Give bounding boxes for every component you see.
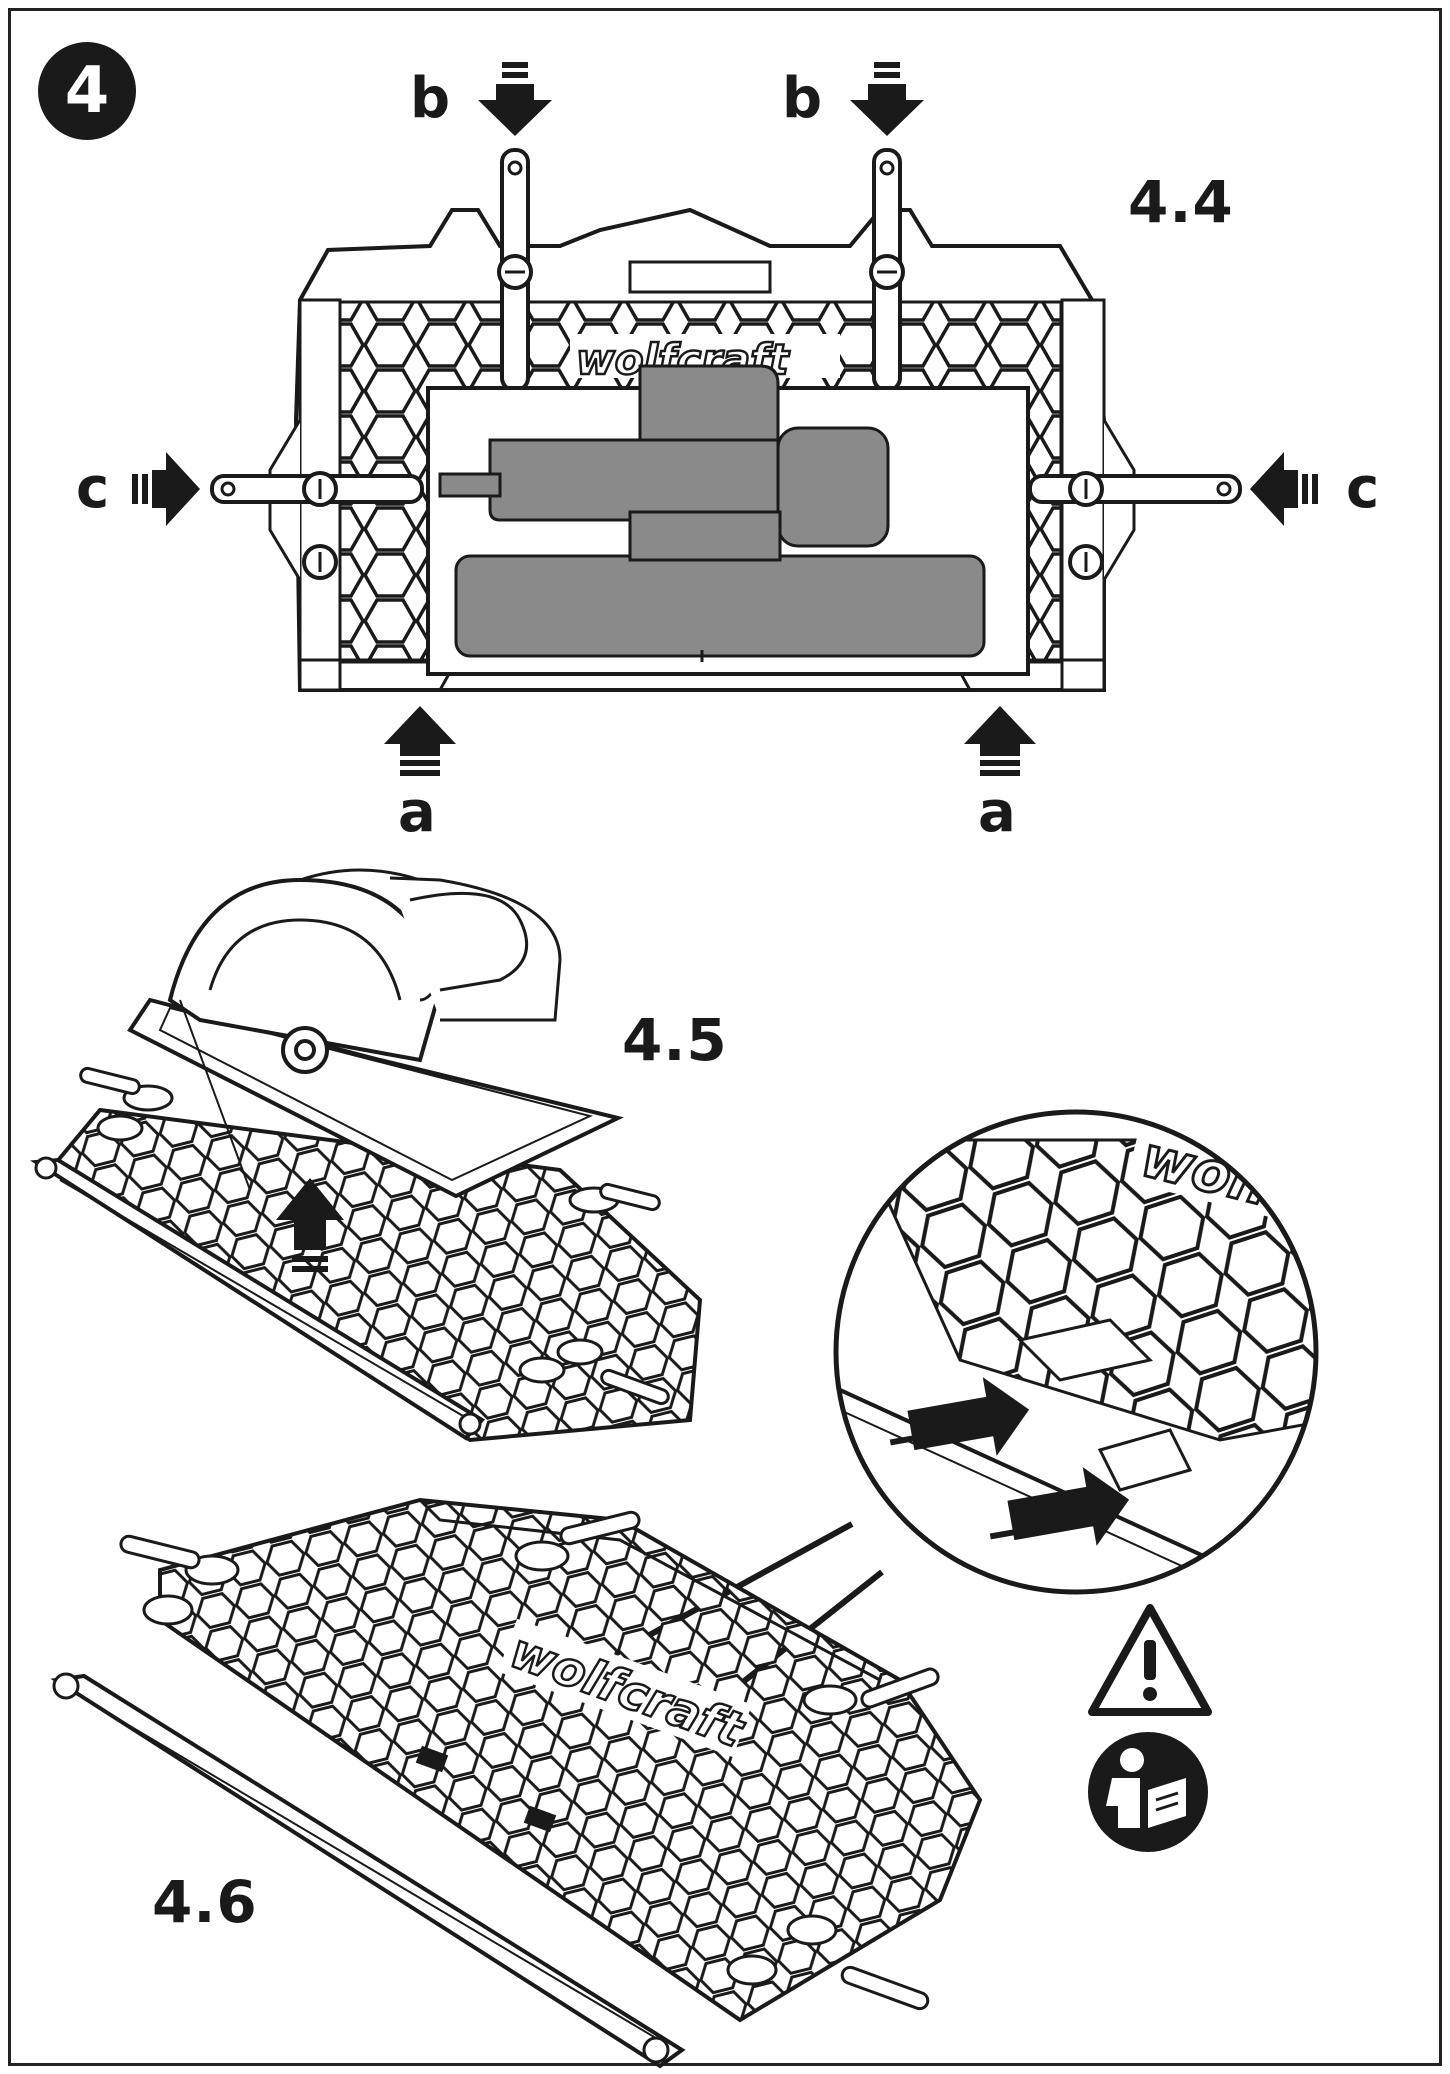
clamp-screw-b-right — [869, 148, 905, 392]
callout-b-left: b — [410, 66, 451, 131]
clamp-screw-c-left — [210, 471, 424, 580]
fig-4-4-drawing: wolfcraft — [210, 148, 1242, 692]
push-arrow-c-right — [1250, 452, 1318, 526]
fig-4-6-drawing: wolfcraft — [50, 1497, 983, 2069]
push-arrow-a-left — [384, 706, 456, 776]
clamp-screw-c-right — [1028, 471, 1242, 580]
push-arrow-c-left — [132, 452, 200, 526]
callout-c-left: c — [76, 456, 110, 521]
callout-b-right: b — [782, 66, 823, 131]
callout-a-right: a — [978, 780, 1016, 845]
slide-arrow-lower — [1007, 1467, 1130, 1546]
clamp-screw-b-left — [497, 148, 533, 392]
fig-4-5-drawing — [30, 868, 703, 1443]
circular-saw-silhouette — [438, 364, 986, 658]
lift-arrow — [276, 1178, 344, 1250]
warning-triangle-icon — [1088, 1604, 1212, 1716]
callout-c-right: c — [1346, 456, 1380, 521]
push-arrow-b-right — [850, 62, 924, 136]
figure-label-4-6: 4.6 — [152, 1868, 258, 1936]
figure-label-4-5: 4.5 — [622, 1006, 728, 1074]
page-frame — [8, 8, 1442, 2066]
detail-zoom-circle: wolfcraft — [833, 1109, 1319, 1595]
figure-label-4-4: 4.4 — [1128, 168, 1234, 236]
circular-saw-drawing — [127, 868, 624, 1199]
slide-arrow-upper — [907, 1377, 1030, 1456]
push-arrow-b-left — [478, 62, 552, 136]
step-number-badge: 4 — [38, 42, 136, 140]
read-manual-icon — [1088, 1732, 1208, 1852]
push-arrow-a-right — [964, 706, 1036, 776]
callout-a-left: a — [398, 780, 436, 845]
